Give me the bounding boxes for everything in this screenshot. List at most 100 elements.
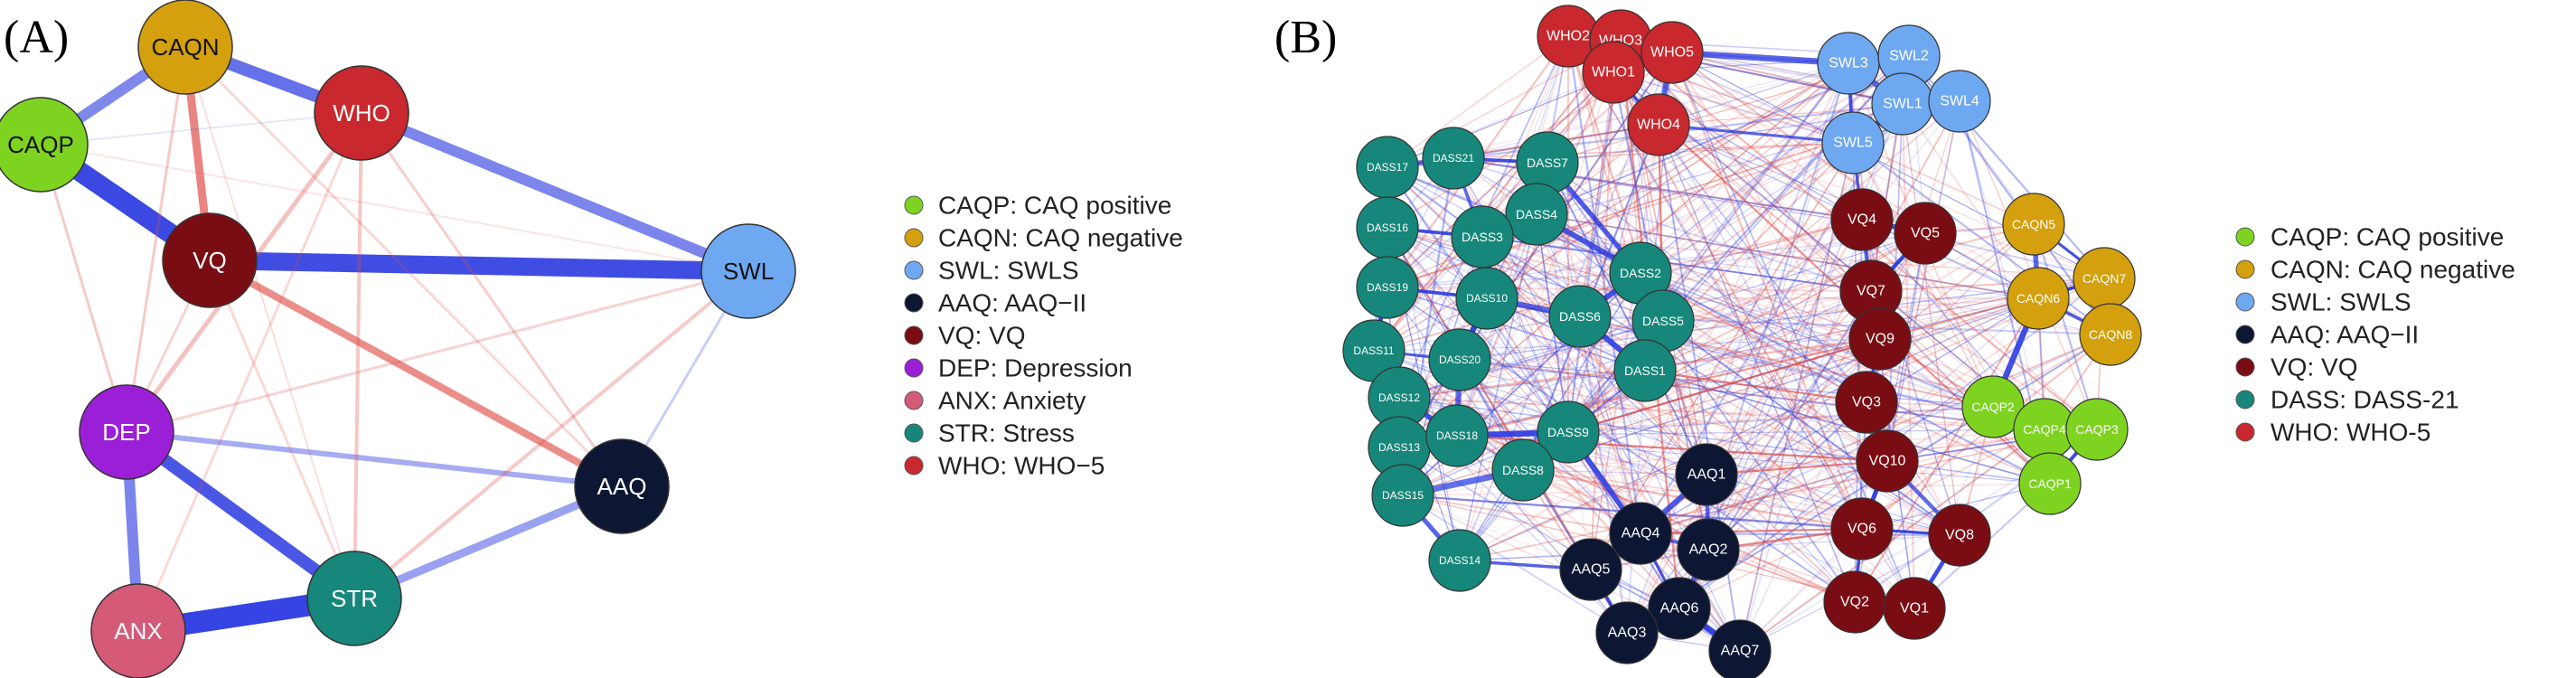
edge-VQ10-DASS4 [1536,213,1888,462]
legend-item: DEP: Depression [904,354,1133,382]
edge-DASS17-DASS5 [1387,166,1664,322]
node-label: WHO5 [1650,45,1694,61]
edge-CAQN6-DASS13 [1398,297,2039,448]
legend-item: CAQP: CAQ positive [904,192,1171,220]
edge-WHO-ANX [136,111,363,633]
edge-DASS15-AAQ5 [1402,494,1592,570]
edge-DASS2-CAQP1 [1640,272,2051,485]
node-caqn: CAQN [137,0,233,95]
node-dass7: DASS7 [1516,131,1579,194]
edge-SWL2-CAQN5 [1908,55,2035,225]
edge-WHO1-DASS19 [1387,71,1614,288]
edge-AAQ1-DASS17 [1387,166,1707,476]
legend-label: STR: Stress [938,419,1075,447]
edge-DEP-AAQ [124,429,625,489]
edge-CAQP2-DASS4 [1536,213,1994,408]
node-dass18: DASS18 [1425,404,1489,467]
edge-DASS9-DASS16 [1387,227,1569,433]
edge-AAQ5-SWL1 [1590,103,1904,570]
edge-CAQN6-DASS4 [1536,213,2039,299]
edge-CAQN6-VQ4 [1861,219,2039,299]
edge-DASS19-DASS2 [1387,272,1641,288]
legend-label: SWL: SWLS [2270,288,2411,316]
panel-b-label: (B) [1274,12,1337,63]
edge-DASS14-CAQP3 [1459,428,2098,561]
edge-DASS7-VQ3 [1547,162,1867,403]
edge-AAQ1-DASS7 [1547,162,1707,476]
edge-AAQ2-SWL1 [1707,103,1904,551]
edge-AAQ7-CAQP4 [1739,428,2045,652]
node-label: DASS13 [1378,441,1420,454]
edge-WHO3-VQ7 [1620,40,1872,292]
edge-CAQP-DEP [39,143,128,434]
node-label: AAQ2 [1689,542,1728,558]
edge-DASS1-AAQ3 [1625,370,1647,634]
legend-item: DASS: DASS-21 [2235,386,2459,414]
edge-AAQ4-DASS15 [1402,494,1641,534]
edge-AAQ5-DASS16 [1387,227,1592,570]
edge-VQ2-CAQN6 [1854,297,2039,603]
edge-DASS12-CAQP4 [1398,397,2045,430]
edge-CAQP-WHO [40,112,362,146]
edge-DASS7-AAQ1 [1547,162,1707,476]
legend-item: VQ: VQ [904,322,1025,350]
edge-CAQN-DEP [125,45,187,434]
edge-SWL-DEP [125,269,750,434]
node-swl2: SWL2 [1877,24,1941,88]
edge-DASS20-CAQP2 [1459,359,1994,408]
edge-VQ9-DASS4 [1536,213,1881,340]
node-swl3: SWL3 [1817,32,1880,95]
edge-DASS9-CAQP2 [1567,406,1994,433]
edge-CAQP2-SWL5 [1852,142,1994,408]
node-label: DASS9 [1547,425,1589,439]
edge-AAQ4-VQ10 [1640,460,1888,534]
edge-DASS13-WHO4 [1398,124,1659,448]
edge-VQ2-DASS1 [1644,370,1856,603]
edge-AAQ1-DASS3 [1481,236,1707,476]
node-label: VQ6 [1847,522,1876,537]
node-label: CAQP [7,131,74,158]
node-caqp1: CAQP1 [2018,452,2082,515]
node-label: AAQ [597,473,647,500]
node-aaq7: AAQ7 [1708,619,1772,678]
node-caqn5: CAQN5 [2002,193,2065,256]
node-anx: ANX [90,583,186,678]
edge-WHO5-SWL1 [1671,51,1904,106]
edge-CAQN8-AAQ5 [1590,334,2111,570]
edge-WHO4-SWL3 [1658,62,1849,126]
edge-CAQN6-DASS4 [1536,213,2039,299]
node-caqn6: CAQN6 [2007,267,2070,330]
node-caqn7: CAQN7 [2073,247,2136,310]
node-label: AAQ7 [1721,644,1760,659]
edge-SWL4-AAQ2 [1707,100,1960,551]
node-label: CAQP2 [1971,400,2015,414]
edge-CAQP4-DASS8 [1522,428,2045,471]
edge-SWL-STR [353,269,750,600]
edge-SWL4-VQ10 [1886,100,1960,462]
legend-label: VQ: VQ [2270,353,2357,381]
node-caqp: CAQP [0,97,89,193]
edge-VQ6-VQ9 [1861,338,1881,530]
edge-DASS4-AAQ4 [1535,213,1642,534]
node-label: DASS6 [1559,309,1601,324]
node-dass15: DASS15 [1371,464,1434,527]
node-dass12: DASS12 [1368,366,1431,429]
node-dass16: DASS16 [1356,196,1419,259]
edge-DASS5-VQ10 [1662,320,1888,462]
edge-VQ4-DASS2 [1640,218,1863,275]
node-who: WHO [314,65,409,161]
edge-DASS1-DASS19 [1387,287,1646,372]
node-label: SWL5 [1833,136,1873,151]
legend-label: SWL: SWLS [938,257,1079,285]
edge-VQ6-DASS1 [1644,370,1863,530]
edge-AAQ3-DASS18 [1456,435,1628,634]
edge-DASS1-CAQN6 [1644,297,2039,372]
node-vq10: VQ10 [1856,429,1919,493]
node-label: VQ9 [1866,332,1894,347]
node-label: CAQP3 [2075,422,2119,437]
node-label: DEP [102,419,150,446]
edge-DASS19-VQ6 [1387,287,1863,530]
edge-SWL5-DASS9 [1567,142,1854,433]
